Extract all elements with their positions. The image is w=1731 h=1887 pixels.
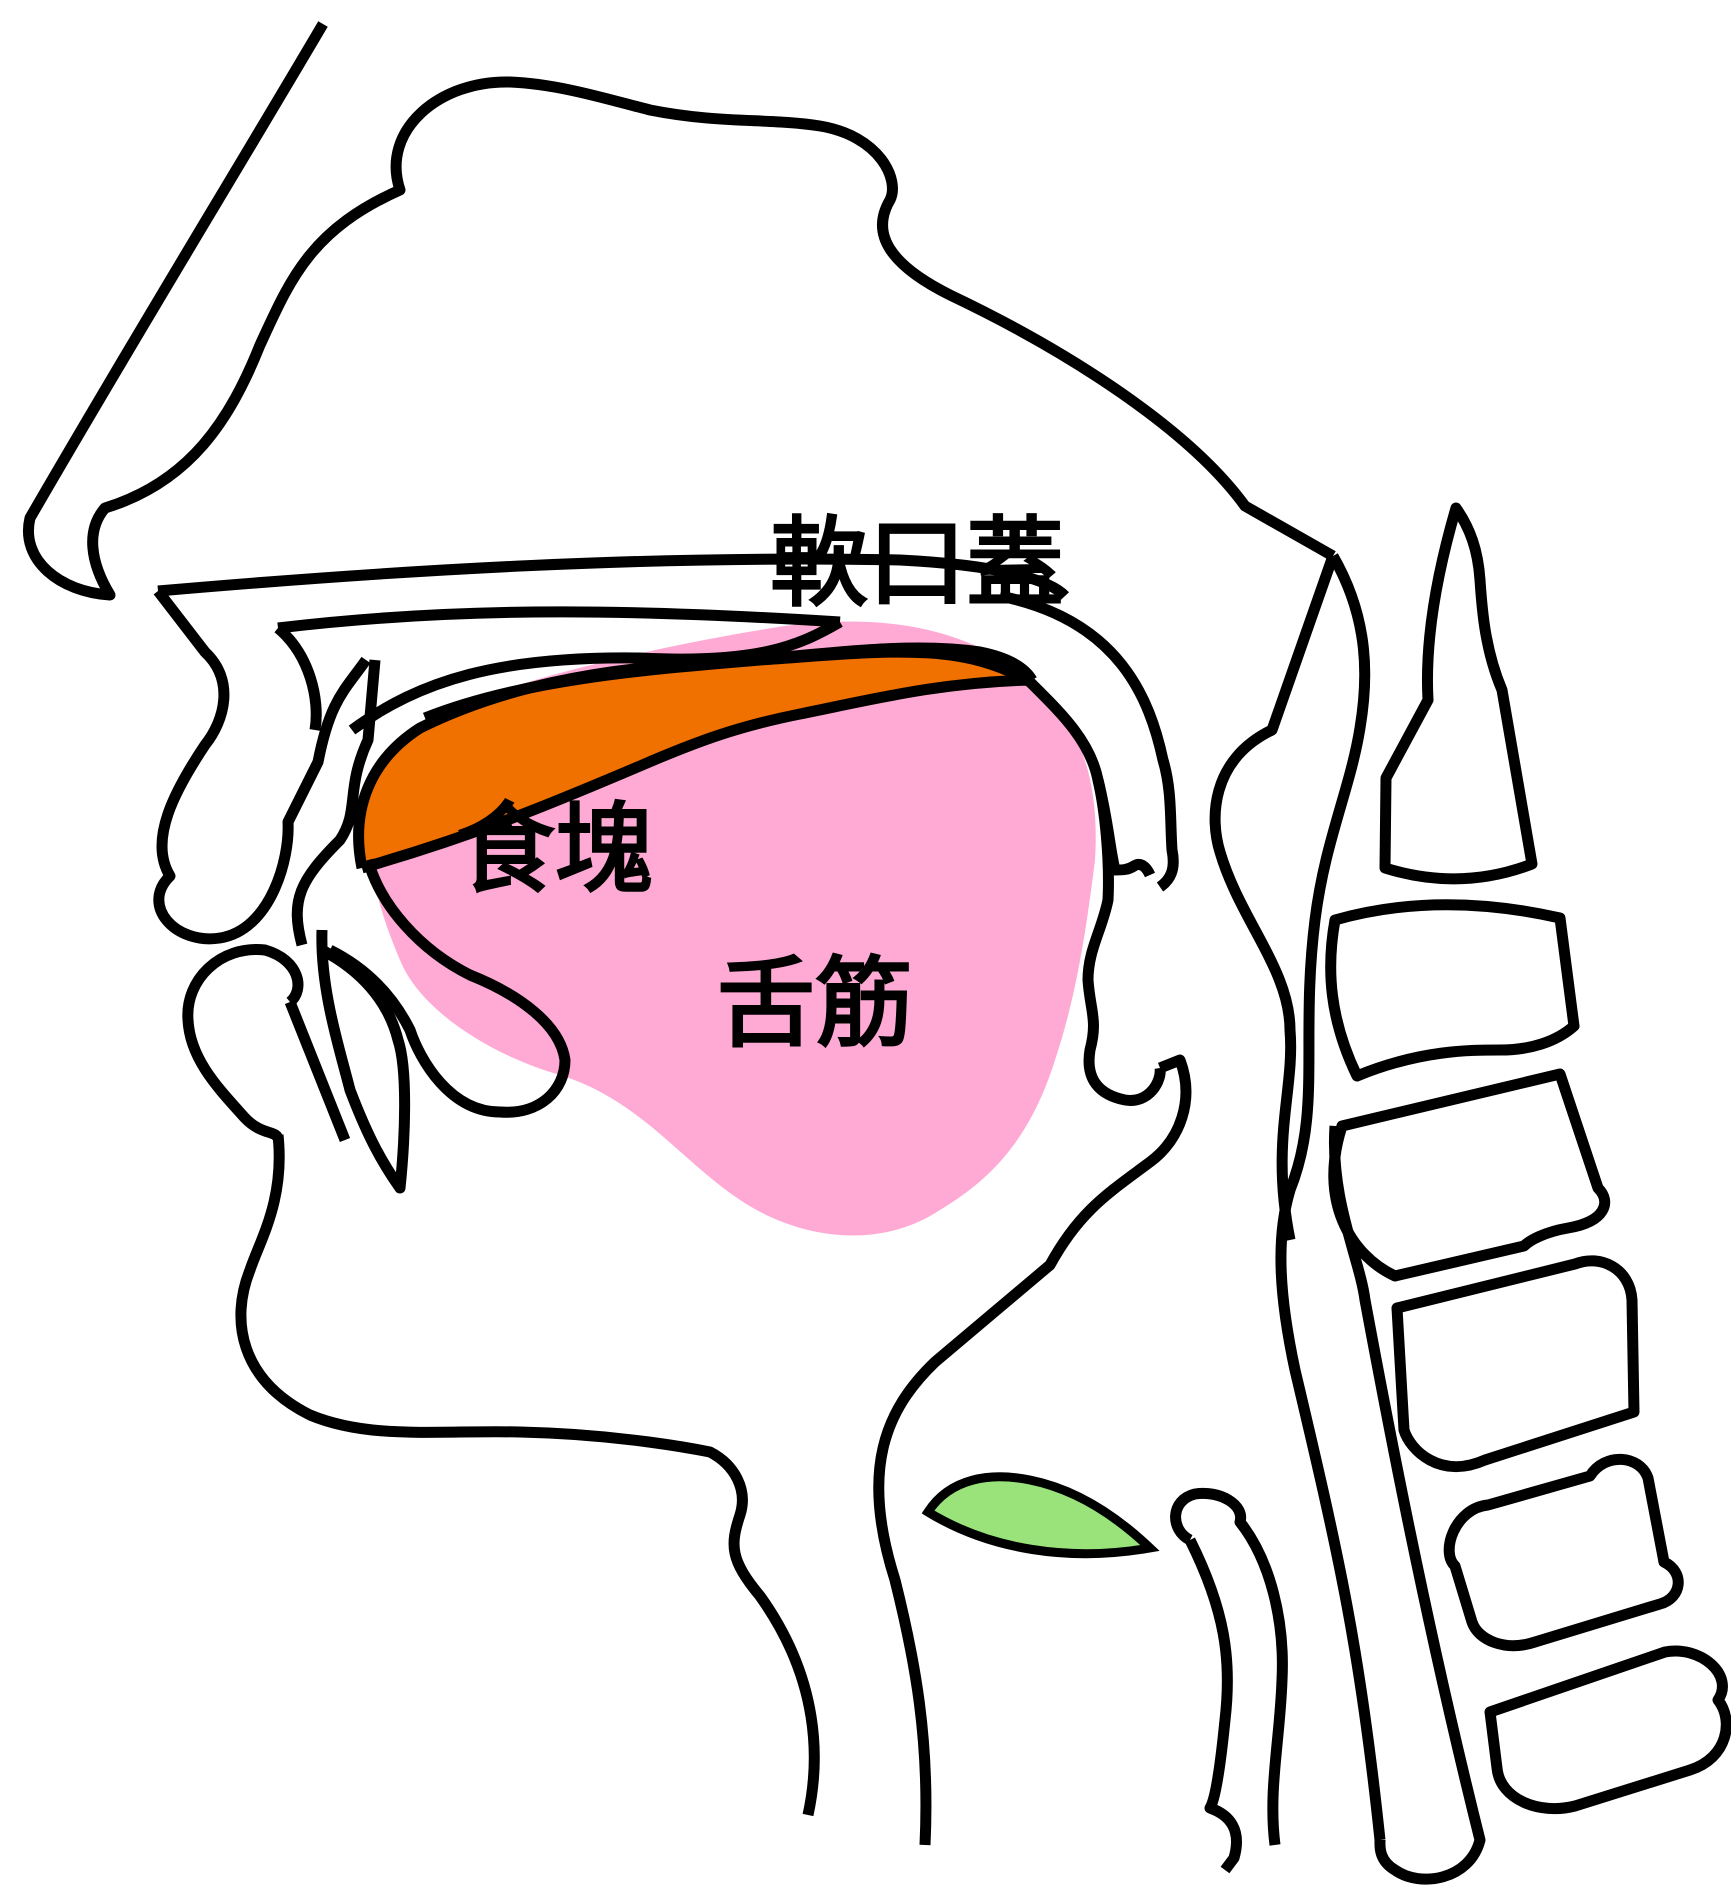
upper-gum-curve <box>278 628 316 730</box>
label-soft-palate: 軟口蓋 <box>770 507 1064 621</box>
lower-teeth <box>290 930 405 1188</box>
odontoid-process <box>1385 508 1532 879</box>
vertebra-c4 <box>1397 1261 1634 1467</box>
vertebra-c2 <box>1331 905 1574 1076</box>
upper-gum-line <box>278 612 840 628</box>
vertebra-c3 <box>1334 1074 1605 1276</box>
chin-jaw-outline <box>241 1135 814 1815</box>
upper-lip <box>158 591 366 939</box>
lower-lip <box>188 950 298 1140</box>
label-tongue: 舌筋 <box>717 947 913 1061</box>
vertebra-c6 <box>1490 1651 1726 1809</box>
label-bolus: 食塊 <box>457 793 653 907</box>
face-profile-outline <box>28 24 1333 595</box>
vertebra-c5 <box>1449 1459 1678 1645</box>
hyoid-bone <box>928 1477 1150 1554</box>
